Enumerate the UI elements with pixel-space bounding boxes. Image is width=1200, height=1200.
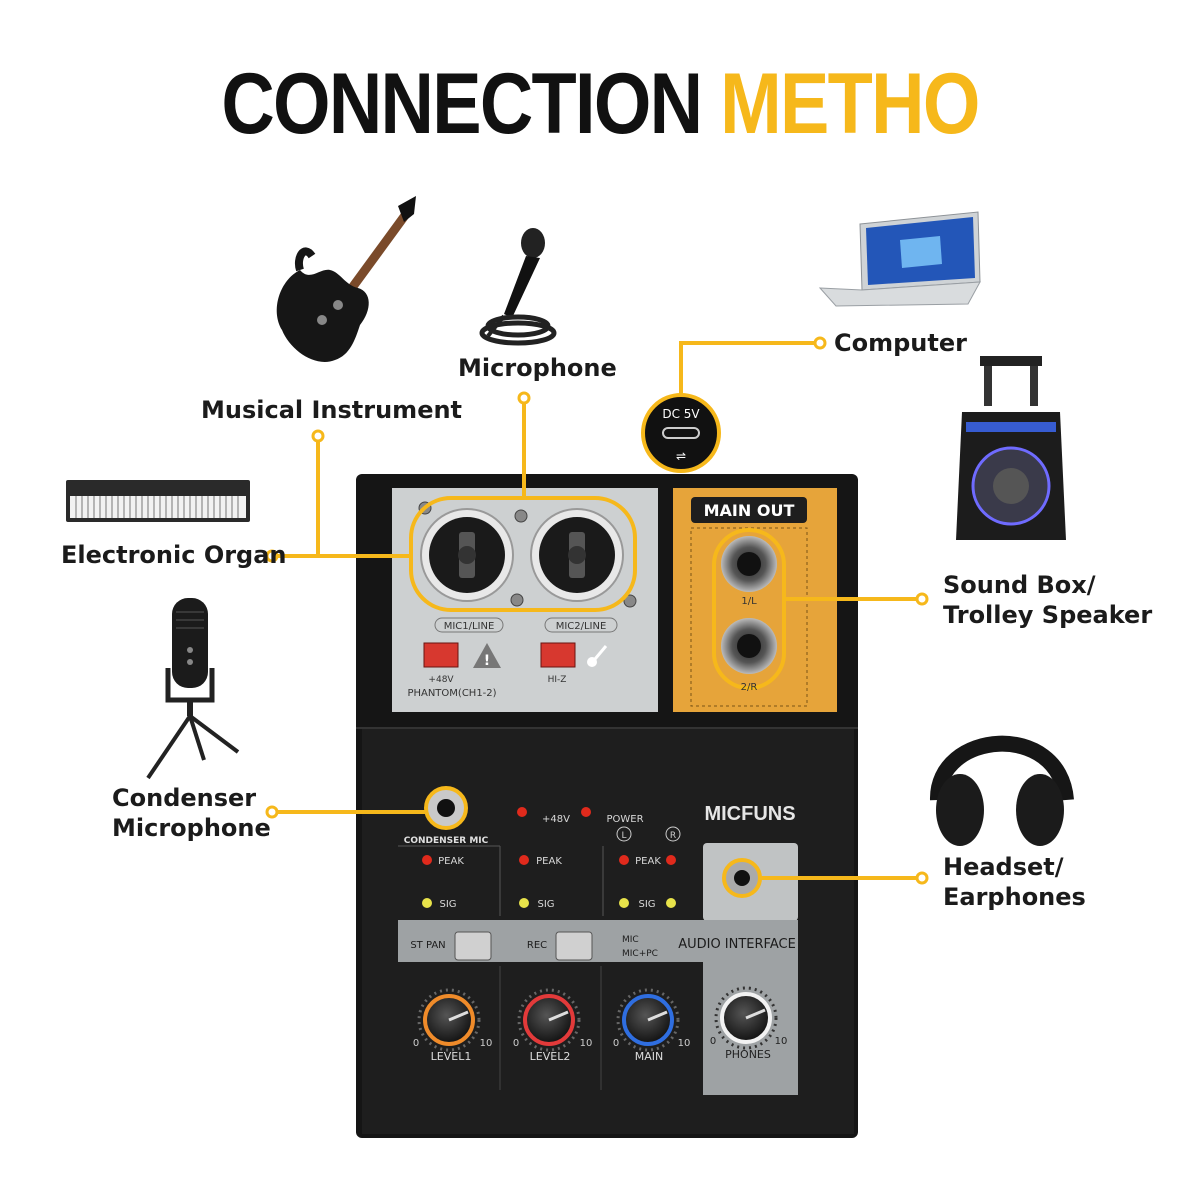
level2-min: 0	[513, 1038, 519, 1049]
usb-c-port-badge: DC 5V ⇌	[641, 393, 721, 473]
sig-label-2: SIG	[537, 899, 554, 910]
main-label: MAIN	[635, 1050, 664, 1063]
trolley-speaker-icon	[956, 356, 1066, 540]
hi-z-button[interactable]	[540, 642, 576, 668]
rec-label: REC	[527, 940, 547, 951]
power-right-label: R	[670, 831, 676, 841]
connector-dots	[265, 336, 929, 885]
label-electronic-organ: Electronic Organ	[61, 541, 287, 569]
combo-jack-mic2[interactable]	[530, 508, 624, 602]
mic2-line-label: MIC2/LINE	[556, 621, 607, 632]
usb-c-port-icon	[662, 427, 700, 439]
level2-knob[interactable]	[517, 988, 581, 1052]
headphones-icon	[929, 735, 1074, 846]
meter-section: PEAK SIG PEAK SIG PEAK SIG	[398, 845, 707, 916]
st-pan-button[interactable]	[454, 931, 492, 961]
led-48v-2	[581, 807, 591, 817]
main-knob[interactable]	[616, 988, 680, 1052]
label-computer: Computer	[834, 329, 967, 357]
label-condenser-microphone: Condenser Microphone	[112, 783, 271, 843]
label-condenser-line2: Microphone	[112, 814, 271, 842]
main-min: 0	[613, 1038, 619, 1049]
peak-label-1: PEAK	[438, 856, 464, 867]
condenser-mic-label: CONDENSER MIC	[404, 836, 489, 846]
main-out-label: MAIN OUT	[704, 501, 795, 520]
peak-label-2: PEAK	[536, 856, 562, 867]
title-part-2: METHO	[720, 56, 980, 152]
output-jack-right-hole	[737, 634, 761, 658]
phantom-label: +48V	[428, 675, 454, 685]
dc-label: DC 5V	[662, 407, 700, 421]
mic1-line-label: MIC1/LINE	[444, 621, 495, 632]
power-left-badge	[616, 826, 632, 842]
mic1-label-frame	[434, 617, 504, 633]
warning-icon	[473, 643, 501, 668]
level1-label: LEVEL1	[431, 1050, 472, 1063]
label-headset: Headset/ Earphones	[943, 852, 1086, 912]
label-headset-line1: Headset/	[943, 853, 1064, 881]
combo-jack-mic1[interactable]	[420, 508, 514, 602]
phones-knob[interactable]	[714, 986, 778, 1050]
audio-interface-label: AUDIO INTERFACE	[678, 937, 796, 952]
label-musical-instrument: Musical Instrument	[201, 396, 463, 424]
label-sound-box-line1: Sound Box/	[943, 571, 1096, 599]
phones-max: 10	[775, 1036, 788, 1047]
warning-icon-mark: !	[484, 653, 490, 669]
sig-label-1: SIG	[439, 899, 456, 910]
connector-instrument-organ	[272, 436, 320, 558]
hi-z-label: HI-Z	[548, 675, 567, 685]
peak-label-3: PEAK	[635, 856, 661, 867]
handheld-microphone-icon	[479, 228, 557, 346]
label-condenser-line1: Condenser	[112, 784, 257, 812]
led-48v-1	[517, 807, 527, 817]
phantom-full-label: PHANTOM(CH1-2)	[407, 688, 496, 699]
connector-lines	[272, 341, 922, 880]
label-headset-line2: Earphones	[943, 883, 1086, 911]
level2-max: 10	[580, 1038, 593, 1049]
guitar-icon	[587, 645, 608, 667]
electronic-organ-icon	[66, 480, 250, 522]
main-max: 10	[678, 1038, 691, 1049]
phones-label: PHONES	[725, 1048, 771, 1061]
power-label: POWER	[606, 814, 643, 825]
phones-min: 0	[710, 1036, 716, 1047]
condenser-microphone-icon	[146, 598, 240, 780]
label-microphone: Microphone	[458, 354, 617, 382]
mixer-device: MIC1/LINE MIC2/LINE ! +48V PHANTOM(CH1-2…	[356, 474, 858, 1138]
headphone-jack-hole	[734, 870, 750, 886]
level1-min: 0	[413, 1038, 419, 1049]
main-out-dashed-frame	[690, 527, 808, 707]
title-part-1: CONNECTION	[221, 56, 703, 152]
power-left-label: L	[621, 831, 626, 841]
connector-computer	[679, 341, 820, 395]
label-sound-box-line2: Trolley Speaker	[943, 601, 1153, 629]
mic2-label-frame	[544, 617, 618, 633]
mic-pc-mode-label: MIC+PC	[622, 949, 658, 959]
power-right-badge	[665, 826, 681, 842]
led-48v-label: +48V	[542, 814, 570, 825]
level1-max: 10	[480, 1038, 493, 1049]
electric-guitar-icon	[276, 196, 416, 362]
main-out-badge	[691, 497, 807, 523]
mic-mode-label: MIC	[622, 935, 639, 945]
main-out-highlight	[712, 528, 786, 690]
output-left-label: 1/L	[741, 596, 757, 607]
sig-label-3: SIG	[638, 899, 655, 910]
condenser-mic-jack-hole	[437, 799, 455, 817]
phantom-button[interactable]	[423, 642, 459, 668]
page-title: CONNECTION METHO	[84, 55, 1116, 154]
brand-label: MICFUNS	[704, 803, 795, 825]
level1-knob[interactable]	[417, 988, 481, 1052]
usb-icon: ⇌	[676, 449, 686, 463]
output-right-label: 2/R	[741, 682, 758, 693]
label-sound-box: Sound Box/ Trolley Speaker	[943, 570, 1152, 630]
output-jack-left-hole	[737, 552, 761, 576]
level2-label: LEVEL2	[530, 1050, 571, 1063]
st-pan-label: ST PAN	[410, 940, 445, 951]
rec-mode-button[interactable]	[555, 931, 593, 961]
laptop-icon	[818, 211, 981, 307]
